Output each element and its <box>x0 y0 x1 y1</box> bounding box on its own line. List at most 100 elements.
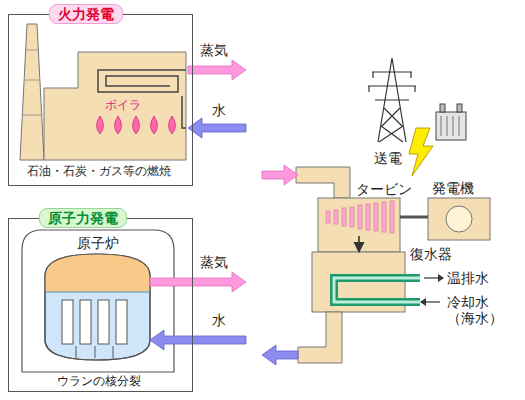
turbine-blade <box>326 201 394 233</box>
fuel-rod <box>113 346 114 358</box>
reactor-label: 原子炉 <box>68 235 128 251</box>
water-arrow <box>188 118 246 138</box>
steam-pipe <box>296 167 350 198</box>
chimney <box>25 80 39 81</box>
boiler-building <box>44 52 186 160</box>
transmission-tower <box>369 72 415 92</box>
reactor-vessel <box>45 254 150 360</box>
turbine-blade <box>382 202 386 232</box>
condensate-pipe <box>298 312 342 363</box>
flow-label: 蒸気 <box>200 42 228 58</box>
turbine-blade <box>390 201 394 233</box>
chimney <box>20 24 44 160</box>
water-outlet-arrow <box>262 345 298 365</box>
transformer <box>457 104 462 112</box>
burner-flame <box>97 116 104 134</box>
steam-arrow <box>188 60 246 80</box>
fuel-rod <box>98 300 109 344</box>
reactor-box: 原子炉 <box>68 235 132 252</box>
flow-arrow-small <box>420 298 426 306</box>
flow-arrow <box>358 236 360 252</box>
chimney <box>26 50 38 51</box>
containment-vessel <box>22 230 174 372</box>
generator-box: 発電機 <box>428 198 490 240</box>
water-arrow <box>150 330 246 350</box>
burner-flame <box>115 116 122 134</box>
discharge-label: 温排水 <box>447 270 489 286</box>
burner-flame <box>133 116 140 134</box>
fuel-rod <box>62 300 73 344</box>
boiler-box: ボイラ <box>93 99 157 116</box>
boiler-coil <box>182 96 186 128</box>
steam-inlet-arrow <box>262 165 298 185</box>
steam-arrow <box>188 60 246 80</box>
fuel-rod <box>95 346 96 358</box>
turbine-label: タービン <box>356 181 412 197</box>
steam-pipe <box>296 167 350 198</box>
plant-panel: 原子力発電ウランの核分裂原子炉 <box>8 218 193 392</box>
fuel-rod <box>80 300 91 344</box>
cooling-pipe <box>334 278 420 302</box>
flow-arrow-small <box>438 274 444 282</box>
condenser-label: 復水器 <box>410 246 452 262</box>
transformer <box>436 104 466 140</box>
intake-label: 冷却水 （海水） <box>447 294 509 326</box>
fuel-caption: ウランの核分裂 <box>9 375 189 389</box>
reactor-vessel <box>45 292 150 293</box>
turbine-blade <box>342 208 346 226</box>
turbine-casing <box>318 198 400 252</box>
water-arrow <box>188 118 246 138</box>
flow-arrow-small <box>426 301 440 302</box>
flow-label: 水 <box>212 102 226 118</box>
turbine-blade <box>350 207 354 227</box>
turbine-casing <box>318 198 400 252</box>
fuel-caption: 石油・石炭・ガス等の燃焼 <box>9 165 189 179</box>
containment-vessel <box>22 230 174 372</box>
fuel-rod <box>62 300 127 358</box>
turbine-box: タービン <box>318 198 400 236</box>
chimney <box>20 24 44 160</box>
water-outlet-arrow <box>262 345 298 365</box>
turbine-blade <box>358 205 362 229</box>
flow-label: 蒸気 <box>200 254 228 270</box>
condensate-pipe <box>298 312 342 363</box>
transformer <box>440 104 445 112</box>
generator-body <box>446 206 472 232</box>
flow-arrow-small <box>424 277 438 278</box>
steam-arrow <box>150 272 246 292</box>
cooling-pipe <box>334 278 420 302</box>
flow-arrow-small <box>420 274 444 306</box>
boiler-label: ボイラ <box>93 99 153 113</box>
reactor-vessel <box>45 254 150 360</box>
transmission-tower <box>368 72 416 100</box>
cooling-pipe <box>334 278 420 302</box>
condenser-box: 復水器 <box>312 252 405 312</box>
turbine-blade <box>326 211 330 223</box>
fuel-rod <box>116 300 127 344</box>
water-arrow <box>150 330 246 350</box>
fuel-rod <box>76 346 77 358</box>
chimney <box>23 115 41 116</box>
transformer <box>441 116 459 136</box>
transmission-tower <box>368 58 416 142</box>
shaft-link <box>400 216 428 219</box>
transformer <box>436 112 466 140</box>
turbine-blade <box>334 210 338 224</box>
burner-flame <box>97 116 176 134</box>
generator-label: 発電機 <box>432 180 474 196</box>
lightning-bolt <box>409 128 433 176</box>
turbine-blade <box>366 204 370 230</box>
boiler-building <box>44 52 186 160</box>
section-title: 原子力発電 <box>39 208 127 228</box>
generator-body <box>428 198 490 240</box>
burner-flame <box>169 116 176 134</box>
turbine-blade <box>374 203 378 231</box>
transmission-label: 送電 <box>374 150 402 166</box>
generator-body <box>428 198 490 240</box>
boiler-coil <box>98 70 186 92</box>
flow-label: 水 <box>212 312 226 328</box>
steam-inlet-arrow <box>262 165 298 185</box>
